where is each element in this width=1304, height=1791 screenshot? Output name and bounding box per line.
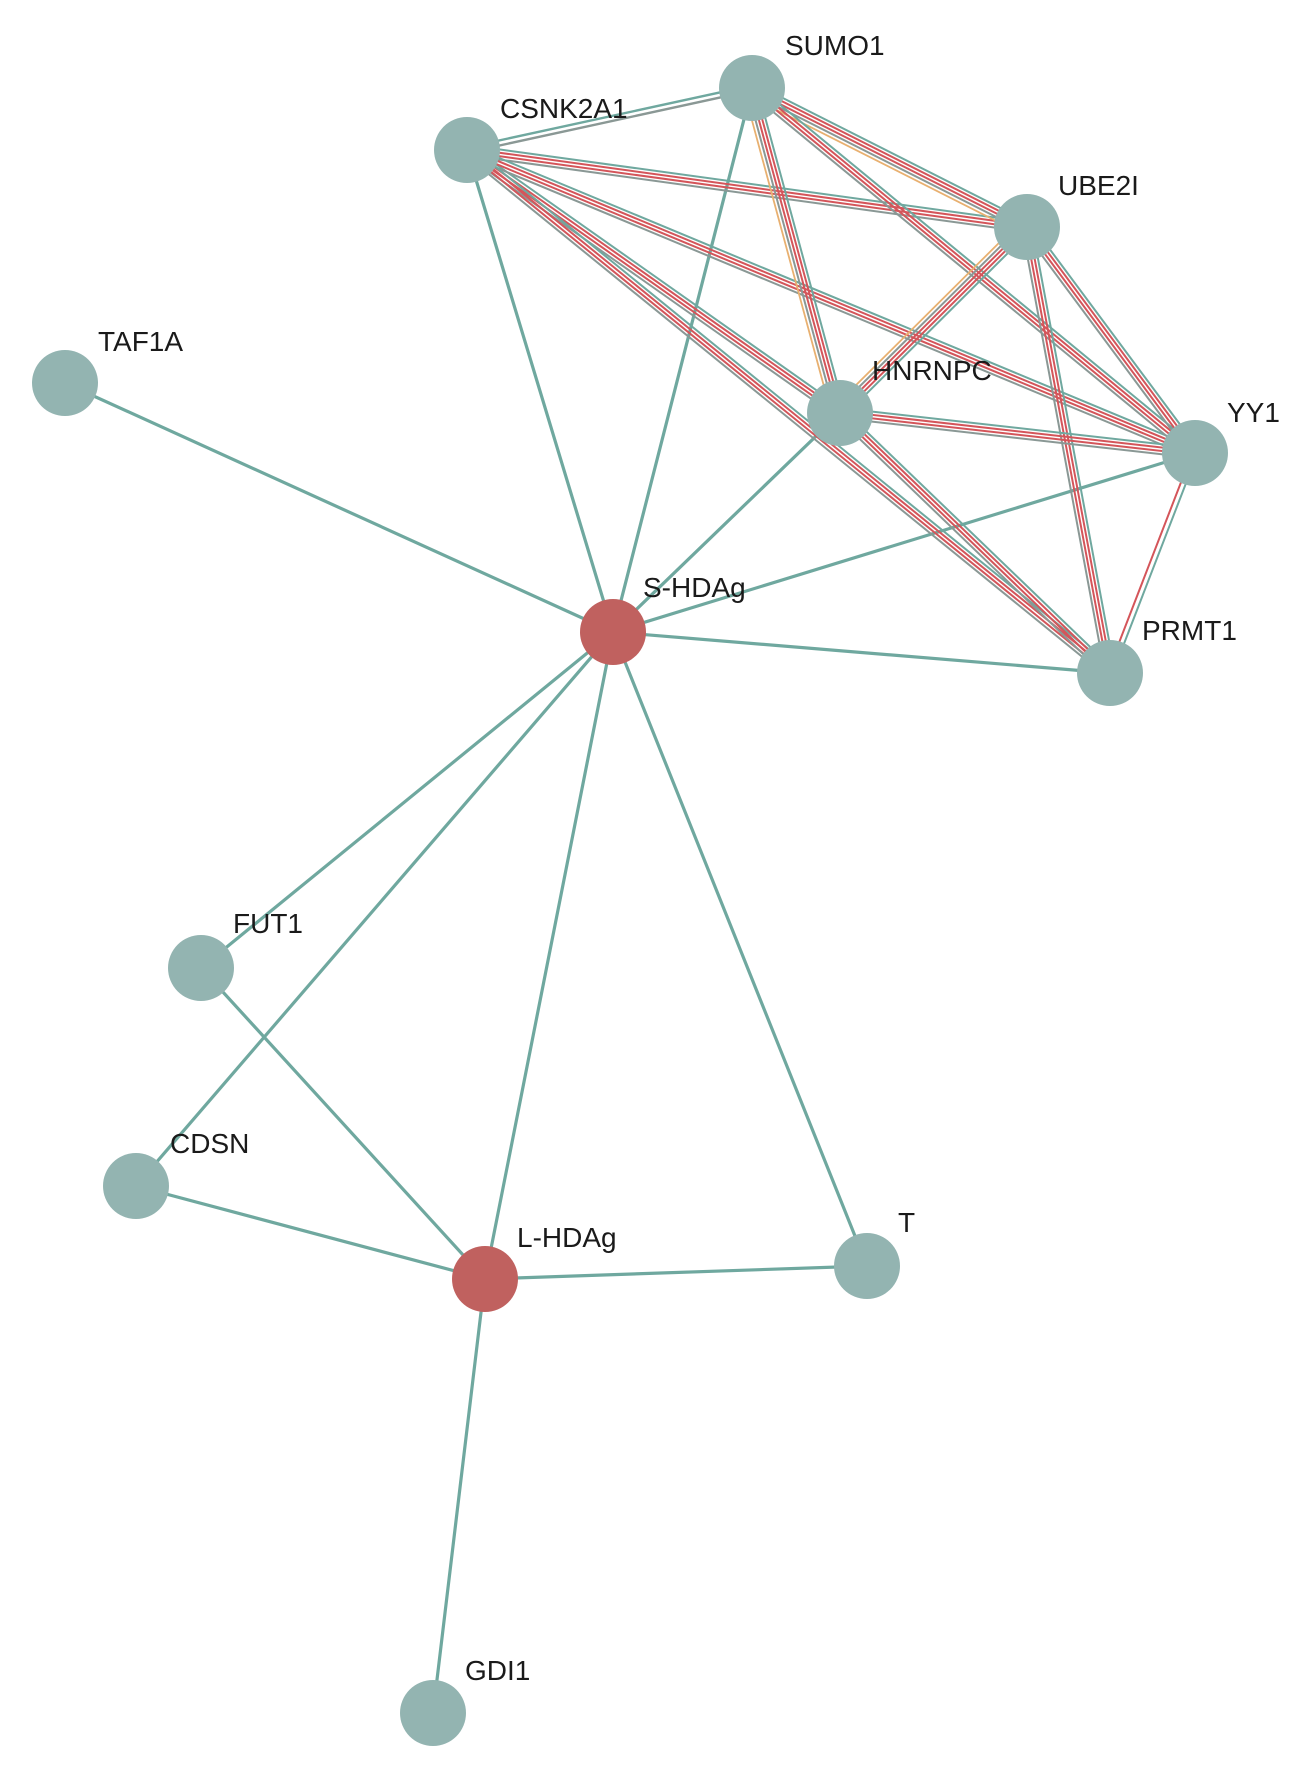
node-gdi1[interactable] (400, 1680, 466, 1746)
node-label-fut1: FUT1 (233, 908, 303, 939)
edge-csnk2a1-ube2i (465, 144, 1029, 233)
edge-s-hdag-sumo1 (611, 86, 754, 634)
node-label-ube2i: UBE2I (1058, 170, 1139, 201)
edge-s-hdag-t (611, 630, 869, 1268)
edge-hnrnpc-yy1 (838, 407, 1197, 459)
edge-ube2i-hnrnpc (833, 220, 1032, 418)
edge-l-hdag-t (483, 1264, 869, 1281)
node-label-cdsn: CDSN (170, 1128, 249, 1159)
edge-csnk2a1-sumo1 (465, 84, 754, 154)
edge-ube2i-prmt1 (1021, 225, 1116, 675)
edge-s-hdag-csnk2a1 (465, 148, 615, 634)
node-label-hnrnpc: HNRNPC (872, 355, 992, 386)
edge-s-hdag-taf1a (63, 381, 615, 634)
edge-l-hdag-gdi1 (431, 1277, 487, 1715)
edge-csnk2a1-prmt1 (462, 145, 1115, 678)
node-label-yy1: YY1 (1227, 397, 1280, 428)
nodes-layer (32, 55, 1228, 1746)
node-cdsn[interactable] (103, 1153, 169, 1219)
node-label-csnk2a1: CSNK2A1 (500, 93, 628, 124)
node-label-t: T (898, 1207, 915, 1238)
node-label-l-hdag: L-HDAg (517, 1222, 617, 1253)
edge-s-hdag-yy1 (611, 451, 1197, 634)
node-l-hdag[interactable] (452, 1246, 518, 1312)
edge-l-hdag-cdsn (134, 1184, 487, 1281)
node-label-prmt1: PRMT1 (1142, 615, 1237, 646)
edge-sumo1-hnrnpc (742, 85, 846, 417)
node-label-taf1a: TAF1A (98, 326, 183, 357)
node-label-sumo1: SUMO1 (785, 30, 885, 61)
edge-hnrnpc-prmt1 (835, 408, 1115, 678)
node-s-hdag[interactable] (580, 599, 646, 665)
node-fut1[interactable] (168, 935, 234, 1001)
node-prmt1[interactable] (1077, 640, 1143, 706)
node-taf1a[interactable] (32, 350, 98, 416)
edge-s-hdag-cdsn (134, 630, 615, 1188)
node-t[interactable] (834, 1233, 900, 1299)
edge-ube2i-yy1 (1021, 223, 1201, 457)
edge-s-hdag-fut1 (199, 630, 615, 970)
node-yy1[interactable] (1162, 420, 1228, 486)
edges-layer (63, 82, 1201, 1715)
node-ube2i[interactable] (994, 194, 1060, 260)
edge-csnk2a1-yy1 (464, 144, 1198, 459)
edge-s-hdag-hnrnpc (611, 411, 842, 634)
edge-yy1-prmt1 (1106, 451, 1199, 675)
node-label-s-hdag: S-HDAg (643, 572, 746, 603)
edge-sumo1-yy1 (747, 83, 1200, 458)
node-label-gdi1: GDI1 (465, 1655, 530, 1686)
node-csnk2a1[interactable] (434, 117, 500, 183)
edge-sumo1-ube2i (747, 82, 1031, 236)
node-sumo1[interactable] (719, 55, 785, 121)
edge-s-hdag-prmt1 (611, 630, 1112, 675)
node-hnrnpc[interactable] (807, 380, 873, 446)
edge-l-hdag-fut1 (199, 966, 487, 1281)
edge-s-hdag-l-hdag (483, 630, 615, 1281)
edge-csnk2a1-hnrnpc (463, 144, 844, 419)
